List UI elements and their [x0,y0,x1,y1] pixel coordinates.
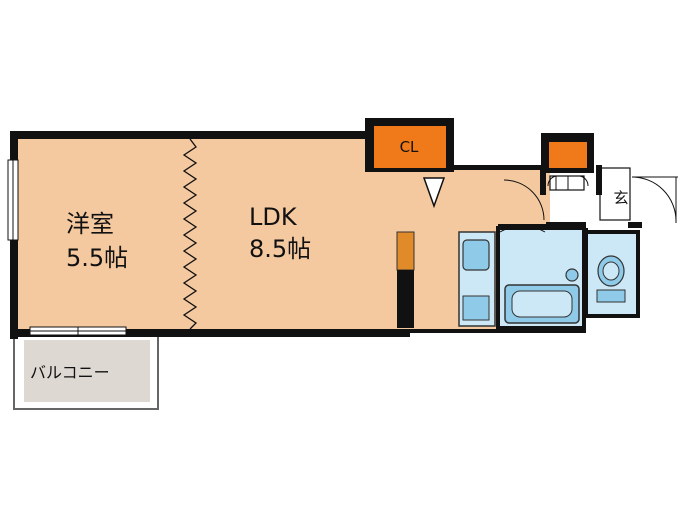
left-window [7,159,19,241]
balcony-label: バルコニー [30,363,110,382]
fridge-space [396,231,415,271]
closet-label: CL [400,138,419,156]
bathroom [496,225,586,330]
toilet-room [584,230,640,318]
kitchen [396,231,496,328]
floor-areas [18,139,600,330]
balcony-window [29,326,127,336]
ldk-floor [192,139,366,330]
bath-faucet [565,268,579,282]
sliding-partition [182,138,198,330]
closet-door-symbol [422,177,446,209]
entrance-floor [550,165,600,223]
entrance: 玄 [503,167,678,223]
ldk-size: 8.5帖 [249,235,311,263]
toilet-tank [596,289,626,303]
ldk-name: LDK [249,203,298,231]
western-room-size: 5.5帖 [66,244,128,272]
closet: CL [365,118,454,209]
entrance-door-swing [631,176,677,222]
western-room-name: 洋室 [66,210,114,238]
balcony [13,332,159,410]
shoe-closet [541,133,594,191]
western-room-floor [18,139,192,330]
kitchen-sink [462,239,490,271]
entrance-label: 玄 [613,189,628,207]
